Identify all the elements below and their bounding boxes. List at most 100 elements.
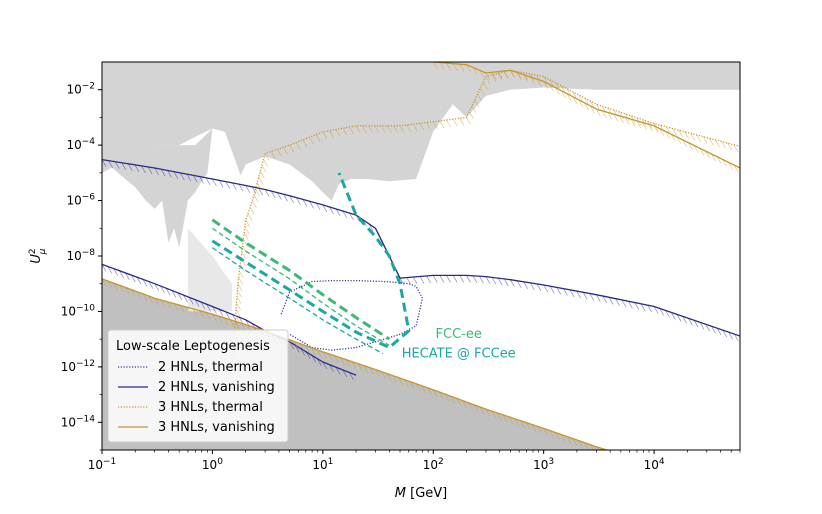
hatch-mark bbox=[480, 88, 485, 96]
hatch-mark bbox=[555, 82, 560, 90]
hatch-mark bbox=[245, 219, 251, 228]
hatch-mark bbox=[452, 275, 458, 283]
hatch-mark bbox=[670, 312, 676, 320]
hatch-mark bbox=[688, 478, 692, 485]
hatch-mark bbox=[387, 125, 392, 133]
hatch-mark bbox=[412, 124, 418, 132]
hatch-mark bbox=[235, 309, 241, 317]
legend-title: Low-scale Leptogenesis bbox=[116, 339, 270, 354]
hatch-mark bbox=[225, 311, 231, 319]
hatch-mark bbox=[439, 62, 445, 70]
hatch-mark bbox=[380, 125, 386, 133]
hatch-mark bbox=[613, 113, 619, 122]
x-axis-label: M [GeV] bbox=[395, 486, 447, 501]
hatch-mark bbox=[108, 160, 113, 168]
hatch-mark bbox=[727, 142, 733, 151]
hatch-mark bbox=[300, 348, 306, 356]
hatch-mark bbox=[121, 162, 127, 170]
hatch-mark bbox=[154, 283, 160, 291]
hatch-mark bbox=[235, 321, 241, 329]
series-2-hnls-thermal bbox=[280, 279, 424, 351]
hatch-mark bbox=[186, 306, 192, 315]
hatch-mark bbox=[134, 164, 140, 172]
hatch-mark bbox=[566, 88, 572, 96]
hatch-mark bbox=[497, 73, 503, 81]
hatch-mark bbox=[452, 118, 458, 127]
legend-label-0: 2 HNLs, thermal bbox=[158, 360, 263, 375]
hatch-mark bbox=[276, 149, 282, 157]
hatch-mark bbox=[471, 105, 477, 113]
hatch-mark bbox=[335, 367, 341, 375]
excluded-region-upper bbox=[102, 62, 740, 201]
x-tick-label: 103 bbox=[533, 457, 554, 472]
hatch-mark bbox=[113, 268, 119, 276]
hatch-mark bbox=[177, 292, 183, 300]
hatch-mark bbox=[212, 178, 217, 187]
hatch-mark bbox=[368, 125, 373, 133]
hatch-mark bbox=[665, 310, 670, 318]
hatch-mark bbox=[688, 142, 693, 150]
hatch-mark bbox=[148, 295, 154, 304]
hatch-mark bbox=[466, 275, 471, 283]
hatch-mark bbox=[342, 128, 348, 136]
hatch-mark bbox=[491, 410, 497, 419]
hatch-mark bbox=[263, 159, 268, 167]
series-line-fcc-ee-thin bbox=[212, 227, 390, 346]
hatch-mark bbox=[212, 306, 217, 314]
hatch-mark bbox=[295, 142, 301, 150]
hatch-mark bbox=[289, 195, 294, 203]
hatch-mark bbox=[205, 312, 211, 320]
hatch-mark bbox=[693, 320, 699, 328]
hatch-mark bbox=[293, 341, 299, 349]
hatch-mark bbox=[349, 126, 354, 135]
x-tick-label: 104 bbox=[644, 457, 665, 472]
hatch-mark bbox=[503, 278, 509, 287]
hatch-mark bbox=[305, 351, 311, 360]
hatch-mark bbox=[217, 315, 223, 324]
hatch-mark bbox=[351, 361, 357, 369]
hatch-mark bbox=[444, 393, 450, 402]
x-tick-label: 102 bbox=[423, 457, 444, 472]
hatch-mark bbox=[130, 289, 136, 297]
hatch-mark bbox=[329, 130, 334, 138]
hatch-mark bbox=[419, 276, 425, 284]
hatch-mark bbox=[241, 251, 247, 259]
hatch-mark bbox=[375, 369, 380, 377]
hatch-mark bbox=[468, 402, 473, 410]
hatch-mark bbox=[452, 63, 458, 71]
hatch-mark bbox=[530, 76, 535, 85]
series-line-2-hnls-thermal bbox=[280, 279, 424, 351]
hatch-mark bbox=[705, 150, 710, 159]
hatch-mark bbox=[642, 122, 647, 130]
hatch-mark bbox=[549, 84, 554, 92]
hatch-mark bbox=[142, 279, 148, 287]
hatch-mark bbox=[309, 201, 314, 209]
hatch-mark bbox=[619, 454, 623, 461]
hatch-mark bbox=[102, 159, 107, 167]
hatch-mark bbox=[256, 182, 262, 191]
hatch-mark bbox=[694, 480, 698, 487]
hatch-mark bbox=[237, 283, 243, 291]
hatch-mark bbox=[167, 301, 172, 309]
hatch-mark bbox=[702, 136, 708, 144]
annotation-0: FCC-ee bbox=[436, 327, 482, 342]
hatch-mark bbox=[531, 424, 537, 432]
hatch-mark bbox=[302, 199, 308, 207]
hatch-mark bbox=[684, 131, 690, 139]
hatch-mark bbox=[733, 333, 739, 342]
series-line-fcc-ee bbox=[211, 218, 391, 341]
series-line-hecate-fccee bbox=[211, 172, 411, 349]
hatch-mark bbox=[329, 364, 334, 372]
hatch-mark bbox=[721, 141, 726, 149]
hatch-mark bbox=[238, 184, 244, 192]
hatch-mark bbox=[634, 302, 640, 310]
hatch-mark bbox=[699, 148, 705, 156]
legend-label-1: 2 HNLs, vanishing bbox=[158, 380, 275, 395]
hatch-mark bbox=[192, 175, 198, 183]
hatch-mark bbox=[706, 484, 710, 491]
hatch-mark bbox=[477, 93, 482, 102]
hatch-mark bbox=[229, 319, 235, 327]
hatch-mark bbox=[368, 223, 374, 232]
hatch-mark bbox=[355, 125, 361, 133]
hatch-mark bbox=[102, 278, 107, 286]
